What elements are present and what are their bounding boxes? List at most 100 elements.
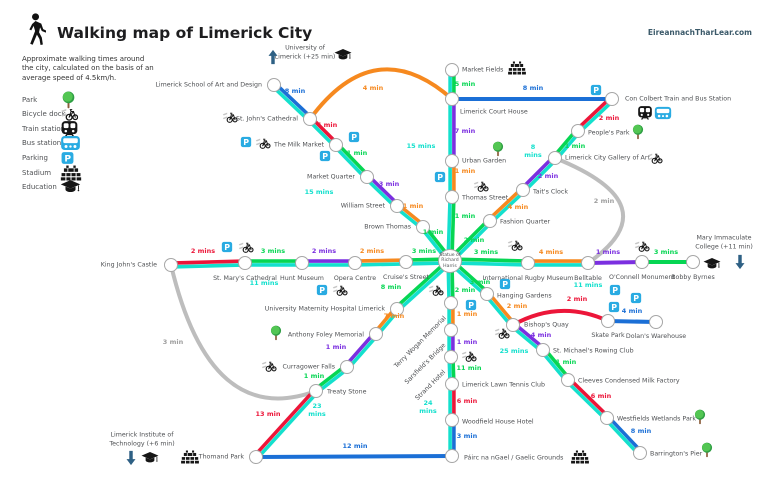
time-label: 2 min xyxy=(506,302,528,311)
time-label: 6 min xyxy=(456,397,478,406)
label-rugby: International Rugby Museum xyxy=(482,275,574,282)
svg-text:P: P xyxy=(322,152,328,161)
time-label: 2 min xyxy=(598,114,620,123)
time-label: 3 mins xyxy=(473,248,499,257)
parking-icon: P xyxy=(434,171,446,183)
label-foley: Anthony Foley Memorial xyxy=(287,331,364,339)
node-brown xyxy=(416,220,430,234)
node-hanging xyxy=(480,287,494,301)
hub-label-line: Statue of xyxy=(439,252,461,258)
node-bobby xyxy=(686,255,700,269)
parking-icon: P xyxy=(61,151,74,164)
node-lawn xyxy=(445,377,459,391)
route-line-red xyxy=(253,388,316,457)
route-line-red xyxy=(568,377,610,418)
time-label: 2 min xyxy=(537,172,559,181)
legend-label: Train station xyxy=(22,124,66,133)
subtitle-line: the city, calculated on the basis of an xyxy=(22,64,154,73)
time-label: 5 min xyxy=(454,80,476,89)
time-label: 2 min xyxy=(454,286,476,295)
svg-text:P: P xyxy=(437,173,443,182)
route-line-cyan xyxy=(347,334,379,370)
route-line-red xyxy=(575,96,612,131)
label-maternity: University Maternity Hospital Limerick xyxy=(264,305,385,313)
route-line-cyan xyxy=(449,261,528,267)
node-fashion xyxy=(483,214,497,228)
label-cruises: Cruise's Street xyxy=(382,274,430,281)
svg-text:P: P xyxy=(502,280,508,289)
node-curragower xyxy=(340,360,354,374)
label-urban: Urban Garden xyxy=(462,157,507,165)
website-text: EireannachTharLear.com xyxy=(647,28,752,37)
legend-label: Parking xyxy=(22,153,48,162)
route-line-red xyxy=(170,259,245,265)
time-label: 25 mins xyxy=(499,347,529,356)
time-label: 4 min xyxy=(530,331,552,340)
time-label: 8 min xyxy=(630,427,652,436)
time-label: 2 mins xyxy=(311,247,337,256)
time-label: 12 min xyxy=(342,442,368,451)
time-label: 1 min xyxy=(325,343,347,352)
node-stmichaels xyxy=(536,343,550,357)
legend-label: Education xyxy=(22,183,57,192)
map-note: Mary Immaculate College (+11 min) xyxy=(695,234,753,251)
label-belltable: Belltable xyxy=(574,275,602,282)
node-barringtons xyxy=(633,446,647,460)
time-label: 24 mins xyxy=(419,399,437,415)
time-label: 1 min xyxy=(454,212,476,221)
node-cruises xyxy=(399,255,413,269)
time-label: 13 min xyxy=(255,410,281,419)
bike-icon xyxy=(647,152,663,165)
svg-text:P: P xyxy=(224,243,230,252)
svg-text:P: P xyxy=(351,133,357,142)
time-label: 1 min xyxy=(456,310,478,319)
node-dolans xyxy=(649,315,663,329)
time-label: 6 min xyxy=(316,121,338,130)
svg-text:P: P xyxy=(319,286,325,295)
time-label: 8 min xyxy=(380,283,402,292)
label-westfields: Westfields Wetlands Park xyxy=(617,415,697,423)
tree-icon xyxy=(492,141,505,157)
label-peoples: People's Park xyxy=(588,129,630,137)
node-court xyxy=(445,92,459,106)
bike-icon xyxy=(634,240,650,253)
label-thomand: Thomand Park xyxy=(198,453,244,461)
time-label: 11 min xyxy=(456,364,482,373)
map-note: Limerick Institute of Technology (+6 min… xyxy=(109,431,175,448)
time-label: 4 min xyxy=(362,84,384,93)
route-line-cyan xyxy=(355,262,407,267)
node-treaty xyxy=(309,384,323,398)
legend-label: Park xyxy=(22,95,38,104)
subtitle-line: Approximate walking times around xyxy=(22,55,145,63)
legend-label: Bus station xyxy=(22,139,62,148)
node-foley xyxy=(369,327,383,341)
route-line-green xyxy=(450,257,529,263)
map-note: University of Limerick (+25 min) xyxy=(274,44,336,61)
time-label: 23 mins xyxy=(308,402,326,418)
label-hanging: Hanging Gardens xyxy=(497,292,552,300)
node-colbert xyxy=(605,92,619,106)
time-label: 8 mins xyxy=(524,143,542,159)
bike-icon xyxy=(507,239,523,252)
bike-icon xyxy=(461,350,477,363)
education-icon xyxy=(703,258,721,270)
route-line-blue xyxy=(607,319,657,324)
route-line-cyan xyxy=(171,263,246,269)
time-label: 3 mins xyxy=(653,248,679,257)
label-colbert: Con Colbert Train and Bus Station xyxy=(625,95,732,103)
label-barringtons: Barrington's Pier xyxy=(650,450,703,458)
parking-icon: P xyxy=(608,301,620,313)
time-label: 1 min xyxy=(555,358,577,367)
label-mquarter: Market Quarter xyxy=(307,173,355,181)
hub-label-line: Richard xyxy=(441,258,459,264)
subtitle-line: average speed of 4.5km/h. xyxy=(22,73,117,82)
label-oconnell: O'Connell Monument xyxy=(608,274,676,281)
label-school: Limerick School of Art and Design xyxy=(155,81,262,89)
node-strand xyxy=(444,350,458,364)
label-kingjohns: King John's Castle xyxy=(100,261,157,269)
svg-text:P: P xyxy=(64,154,71,164)
tree-icon xyxy=(270,325,283,341)
parking-icon: P xyxy=(499,278,511,290)
